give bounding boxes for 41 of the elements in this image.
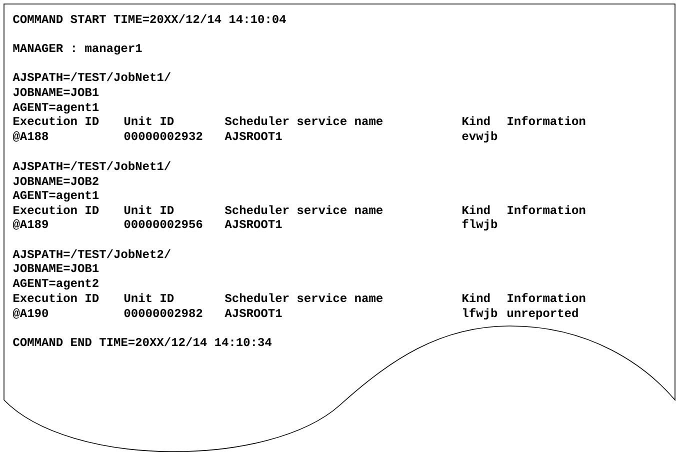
log-line: JOBNAME=JOB1 [13,264,99,272]
table-cell: AJSROOT1 [224,308,282,318]
column-header: Unit ID [124,116,174,126]
table-cell: @A188 [12,131,48,142]
table-cell: @A189 [12,219,48,230]
table-cell: 00000002956 [124,220,202,228]
column-header: Scheduler service name [224,205,383,214]
column-header: Scheduler service name [224,116,383,126]
column-header: Information [508,205,586,214]
column-header: Information [508,293,586,302]
table-cell: AJSROOT1 [224,132,282,140]
column-header: Information [508,116,586,126]
table-cell: evwjb [462,131,498,142]
table-cell: @A190 [12,308,48,319]
log-line: AGENT=agent2 [12,278,98,290]
table-cell: AJSROOT1 [224,220,282,228]
log-line: AJSPATH=/TEST/JobNet1/ [12,161,171,170]
table-cell: unreported [507,308,578,320]
column-header: Scheduler service name [224,293,383,302]
table-cell: flwjb [462,219,498,230]
table-cell: lfwjb [463,308,498,320]
column-header: Execution ID [14,205,99,214]
log-line: AGENT=agent1 [12,190,99,202]
column-header: Unit ID [124,293,174,302]
log-line: JOBNAME=JOB2 [13,176,98,186]
column-header: Execution ID [14,116,99,126]
column-header: Kind [462,293,490,302]
log-line: COMMAND START TIME=20XX/12/14 14:10:04 [13,14,286,24]
column-header: Kind [462,205,490,214]
log-line: AGENT=agent1 [12,102,99,114]
log-line: AJSPATH=/TEST/JobNet2/ [12,249,171,258]
log-line: JOBNAME=JOB1 [13,88,99,96]
column-header: Execution ID [14,293,99,302]
table-cell: 00000002932 [124,132,202,140]
log-line: COMMAND END TIME=20XX/12/14 14:10:34 [13,337,272,346]
log-line: MANAGER : manager1 [13,44,142,55]
document-shape [4,4,676,452]
column-header: Unit ID [124,205,174,214]
table-cell: 00000002982 [124,308,202,318]
column-header: Kind [462,116,490,126]
log-line: AJSPATH=/TEST/JobNet1/ [12,72,171,82]
